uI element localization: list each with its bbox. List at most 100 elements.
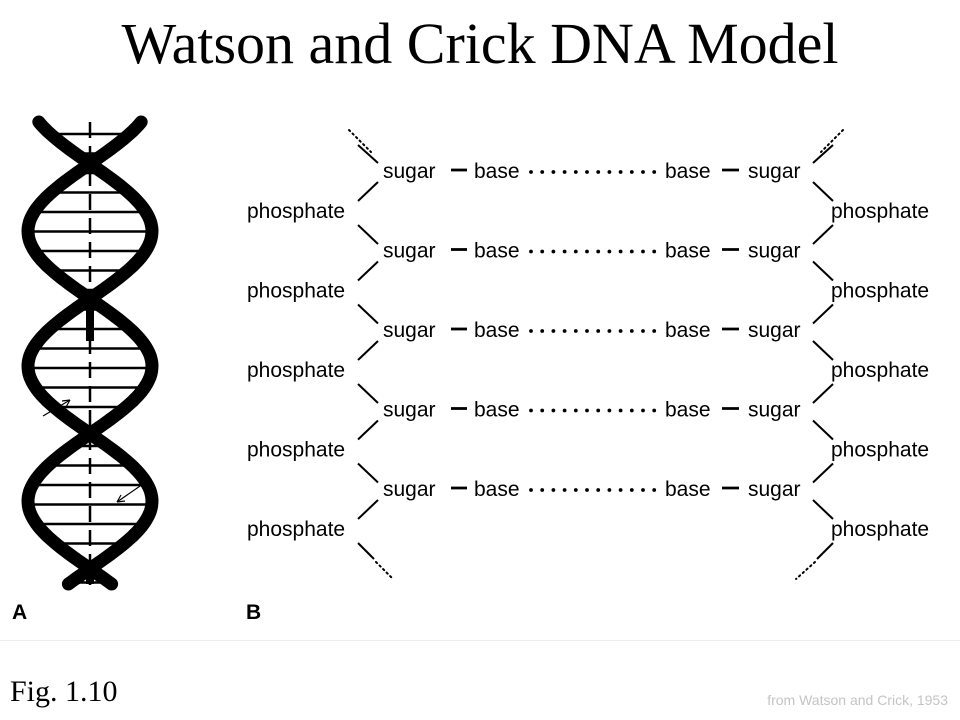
hydrogen-bond-dot [529, 329, 533, 333]
hydrogen-bond-dot [607, 329, 612, 333]
hydrogen-bond-dot [573, 249, 578, 254]
hydrogen-bond-dot [596, 249, 601, 254]
hydrogen-bond-dot [562, 408, 567, 413]
hydrogen-bond-dot [551, 488, 556, 492]
sugar-label-right: sugar [748, 478, 801, 501]
hydrogen-bond-dot [562, 488, 567, 492]
backbone-bond-right [812, 499, 834, 520]
phosphate-label-left: phosphate [247, 439, 345, 462]
backbone-bond-left [357, 303, 379, 325]
hydrogen-bond-dot [551, 408, 556, 413]
sugar-label-left: sugar [383, 240, 436, 263]
hydrogen-bond-dot [529, 488, 533, 492]
phosphate-label-right: phosphate [831, 200, 929, 223]
hydrogen-bond-dot [551, 170, 556, 174]
hydrogen-bond-dot [618, 249, 623, 254]
strand-continuation-bottom-right [795, 561, 816, 580]
source-credit: from Watson and Crick, 1953 [767, 692, 948, 708]
base-label-left: base [474, 240, 520, 263]
sugar-label-left: sugar [383, 319, 436, 342]
hydrogen-bond-dot [607, 488, 612, 492]
backbone-bond-left [357, 542, 375, 560]
hydrogen-bond-dot [618, 488, 623, 492]
phosphate-label-right: phosphate [831, 439, 929, 462]
hydrogen-bond-dot [551, 329, 556, 333]
backbone-bond-left [357, 340, 379, 361]
backbone-bond-left [357, 144, 379, 164]
base-label-right: base [665, 319, 711, 342]
strand-continuation-top-left [348, 129, 372, 153]
hydrogen-bond-dot [629, 408, 634, 413]
backbone-bond-right [812, 181, 834, 202]
backbone-bond-right [812, 383, 834, 404]
hydrogen-bond-dot [641, 329, 645, 333]
hydrogen-bond-dot [641, 249, 645, 254]
hydrogen-bond-dot [618, 329, 623, 333]
hydrogen-bond-dot [618, 170, 623, 174]
hydrogen-bond-dot [529, 170, 533, 174]
hydrogen-bond-dot [596, 488, 601, 492]
phosphate-label-left: phosphate [247, 359, 345, 382]
sugar-label-right: sugar [748, 319, 801, 342]
backbone-bond-right [812, 340, 834, 361]
hydrogen-bond-dot [585, 408, 589, 413]
sugar-label-right: sugar [748, 240, 801, 263]
hydrogen-bond-dot [596, 170, 601, 174]
phosphate-label-right: phosphate [831, 359, 929, 382]
hydrogen-bond-dot [585, 488, 589, 492]
hydrogen-bond-dot [652, 170, 657, 174]
backbone-bond-right [812, 144, 834, 164]
hydrogen-bond-dot [562, 249, 567, 254]
hydrogen-bond-dot [540, 488, 545, 492]
hydrogen-bond-dot [652, 329, 657, 333]
phosphate-label-left: phosphate [247, 280, 345, 303]
figure-area: sugar base base sugar phosphate phosphate suga… [0, 115, 960, 641]
hydrogen-bond-dot [585, 249, 589, 254]
hydrogen-bond-dot [540, 408, 545, 413]
hydrogen-bond-dot [652, 249, 657, 254]
panel-label-a: A [12, 601, 27, 624]
sugar-label-left: sugar [383, 478, 436, 501]
backbone-bond-right [812, 260, 834, 282]
figure-caption: Fig. 1.10 [10, 675, 118, 708]
phosphate-label-left: phosphate [247, 200, 345, 223]
hydrogen-bond-dot [629, 249, 634, 254]
backbone-bond-right [812, 419, 834, 441]
hydrogen-bond-dot [596, 408, 601, 413]
base-label-left: base [474, 319, 520, 342]
strand-continuation-bottom-left [375, 561, 394, 580]
hydrogen-bond-dot [629, 170, 634, 174]
hydrogen-bond-dot [562, 170, 567, 174]
hydrogen-bond-dot [607, 170, 612, 174]
backbone-bond-left [357, 224, 379, 245]
phosphate-label-right: phosphate [831, 518, 929, 541]
panel-label-b: B [246, 601, 261, 624]
base-label-right: base [665, 399, 711, 422]
hydrogen-bond-dot [540, 249, 545, 254]
hydrogen-bond-dot [551, 249, 556, 254]
helix-strand-front [21, 115, 159, 591]
backbone-bond-left [357, 383, 379, 404]
hydrogen-bond-dot [585, 170, 589, 174]
hydrogen-bond-dot [573, 408, 578, 413]
axis-marker-upper [86, 305, 94, 341]
base-label-left: base [474, 478, 520, 501]
hydrogen-bond-dot [618, 408, 623, 413]
hydrogen-bond-dot [629, 488, 634, 492]
hydrogen-bond-dot [540, 170, 545, 174]
hydrogen-bond-dot [652, 408, 657, 413]
hydrogen-bond-dot [607, 249, 612, 254]
backbone-bond-right [812, 224, 834, 245]
base-label-left: base [474, 399, 520, 422]
base-label-right: base [665, 240, 711, 263]
sugar-label-right: sugar [748, 399, 801, 422]
hydrogen-bond-dot [641, 170, 645, 174]
hydrogen-bond-dot [562, 329, 567, 333]
backbone-bond-right [812, 303, 834, 325]
hydrogen-bond-dot [607, 408, 612, 413]
hydrogen-bond-dot [529, 408, 533, 413]
hydrogen-bond-dot [573, 488, 578, 492]
page-title: Watson and Crick DNA Model [121, 11, 839, 76]
base-label-right: base [665, 478, 711, 501]
backbone-bond-right [812, 462, 834, 484]
